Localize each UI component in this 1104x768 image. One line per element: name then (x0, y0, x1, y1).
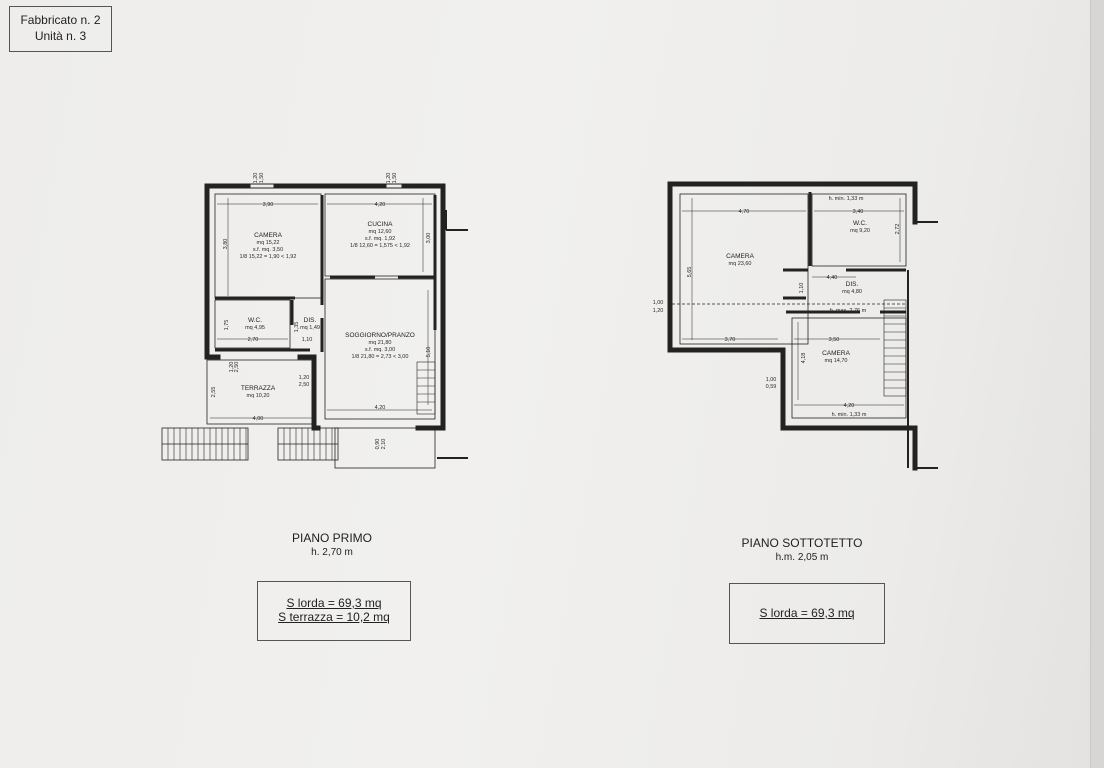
f1-camera-l2: s.f. mq. 3,50 (253, 247, 283, 253)
floor2-plan (667, 181, 938, 471)
f1-dim-175: 1,75 (224, 320, 230, 331)
f1-dim-510: 5,10 (426, 347, 432, 358)
f1-win4-b: 2,50 (299, 382, 310, 388)
f1-dim-270: 2,70 (248, 337, 259, 343)
f1-win3-b: 2,50 (234, 362, 240, 373)
f1-soggiorno-l3: 1/8 21,80 = 2,73 < 3,00 (352, 354, 409, 360)
f2-hmin-top: h. min. 1,33 m (829, 196, 864, 202)
f1-dim-400: 4,00 (253, 416, 264, 422)
floor2-outer-lines (907, 221, 938, 469)
f2-level-120: 1,20 (653, 308, 664, 314)
f1-cucina-l3: 1/8 12,60 = 1,575 < 1,92 (350, 243, 410, 249)
f2-dim-350: 3,50 (829, 337, 840, 343)
floor1-title: PIANO PRIMO (291, 531, 372, 545)
f2-dim-272: 2,72 (895, 224, 901, 235)
f1-win3-a: 1,20 (229, 362, 235, 373)
f1-dim-300: 3,00 (426, 233, 432, 244)
f1-cucina-name: CUCINA (368, 221, 394, 228)
floor1-area-terrace: S terrazza = 10,2 mq (278, 610, 390, 624)
floor1-labels: CAMERA mq 15,22 s.f. mq. 3,50 1/8 15,22 … (211, 173, 432, 450)
f2-wc-l1: mq 9,20 (850, 228, 870, 234)
f1-dis-name: DIS. (304, 317, 317, 324)
f1-terrazza-name: TERRAZZA (241, 385, 276, 392)
f2-dim-110: 1,10 (799, 283, 805, 294)
f2-camera1-name: CAMERA (726, 253, 754, 260)
f2-dim-340: 3,40 (853, 209, 864, 215)
floor1-dimension-lines (210, 198, 432, 419)
f1-dim-420b: 4,20 (375, 405, 386, 411)
f2-dim-440: 4,40 (827, 275, 838, 281)
header-box: Fabbricato n. 2 Unità n. 3 (9, 6, 112, 52)
floor1-area-gross: S lorda = 69,3 mq (286, 596, 382, 610)
floor2-dimension-lines (682, 198, 904, 406)
f1-soggiorno-l2: s.f. mq. 3,00 (365, 347, 395, 353)
f1-dim-110: 1,10 (302, 337, 313, 343)
floor1-plan (161, 183, 468, 469)
f1-win4-a: 1,20 (299, 375, 310, 381)
f1-win1-a: 1,20 (253, 173, 259, 184)
f1-wc-l1: mq 4,95 (245, 325, 265, 331)
f2-dim-370: 3,70 (725, 337, 736, 343)
f1-soggiorno-l1: mq 21,80 (369, 340, 392, 346)
unit-number: Unità n. 3 (34, 29, 87, 43)
floor2-labels: h. min. 1,33 m 3,40 4,70 2,72 5,65 CAMER… (653, 196, 901, 418)
f2-level-059: 0,59 (766, 384, 777, 390)
building-number: Fabbricato n. 2 (20, 13, 101, 27)
f1-win2-a: 1,20 (386, 173, 392, 184)
f1-soggiorno-name: SOGGIORNO/PRANZO (345, 332, 415, 339)
f2-dim-418: 4,18 (801, 353, 807, 364)
f1-wc-name: W.C. (248, 317, 262, 324)
f1-door-a: 0,90 (375, 439, 381, 450)
f1-win1-b: 1,50 (259, 173, 265, 184)
f1-cucina-l1: mq 12,60 (369, 229, 392, 235)
f2-camera1-l1: mq 23,60 (729, 261, 752, 267)
f1-dim-390: 3,90 (263, 202, 274, 208)
f2-dim-420: 4,20 (844, 403, 855, 409)
floor2-stair (883, 299, 907, 397)
f1-camera-name: CAMERA (254, 232, 282, 239)
paper-edge (1090, 0, 1104, 768)
f2-dis-name: DIS. (846, 281, 859, 288)
floor1-windows (248, 183, 404, 189)
f2-hmin-bottom: h. min. 1,33 m (832, 412, 867, 418)
f1-dis-l1: mq 1,49 (300, 325, 320, 331)
f2-camera2-l1: mq 14,70 (825, 358, 848, 364)
f2-dim-565: 5,65 (687, 267, 693, 278)
f1-door-b: 2,10 (381, 439, 387, 450)
f2-level-100b: 1,00 (766, 377, 777, 383)
floor1-stair-treads (167, 428, 333, 460)
f1-dim-420a: 4,20 (375, 202, 386, 208)
f2-camera2-name: CAMERA (822, 350, 850, 357)
floor1-room-outlines (206, 193, 436, 425)
floor2-area-gross: S lorda = 69,3 mq (759, 606, 855, 620)
f1-camera-l1: mq 15,22 (257, 240, 280, 246)
floor2-room-outlines (672, 192, 907, 419)
floor1-height: h. 2,70 m (311, 547, 353, 558)
f2-wc-name: W.C. (853, 220, 867, 227)
f1-win2-b: 1,50 (392, 173, 398, 184)
floor2-height: h.m. 2,05 m (775, 552, 829, 563)
floor2-title: PIANO SOTTOTETTO (741, 536, 863, 550)
f1-camera-l3: 1/8 15,22 = 1,90 < 1,92 (240, 254, 297, 260)
f2-level-100a: 1,00 (653, 300, 664, 306)
f2-hmax: h. max. 2,76 m (830, 308, 867, 314)
f1-dim-255: 2,55 (211, 387, 217, 398)
f1-terrazza-l1: mq 10,20 (247, 393, 270, 399)
floor2-area-box: S lorda = 69,3 mq (729, 583, 885, 644)
floor2-walls (667, 181, 918, 471)
floor1-area-box: S lorda = 69,3 mq S terrazza = 10,2 mq (257, 581, 411, 641)
f1-dim-380: 3,80 (223, 239, 229, 250)
f2-dis-l1: mq 4,80 (842, 289, 862, 295)
f1-cucina-l2: s.f. mq. 1,92 (365, 236, 395, 242)
f1-dim-135: 1,35 (294, 322, 300, 333)
floor1-internal-stair (416, 361, 436, 415)
f2-dim-470: 4,70 (739, 209, 750, 215)
